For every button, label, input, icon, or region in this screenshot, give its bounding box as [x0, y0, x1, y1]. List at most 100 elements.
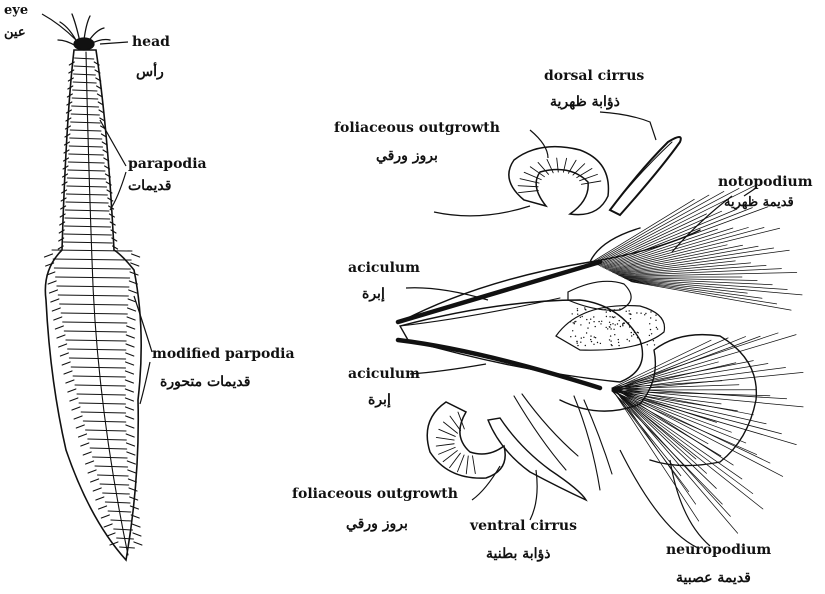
label-dorsal-cirrus: dorsal cirrus: [544, 68, 644, 84]
stipple-dot: [612, 316, 613, 317]
worm-segment: [56, 277, 130, 278]
stipple-dot: [573, 322, 574, 323]
worm-segment: [77, 394, 125, 395]
stipple-dot: [655, 315, 656, 316]
stipple-dot: [606, 327, 607, 328]
worm-segment: [54, 268, 130, 269]
foliaceous-stripe: [519, 191, 539, 193]
label-ventral-cirrus-ar: ذؤابة بطنية: [486, 546, 551, 562]
stipple-dot: [620, 326, 621, 327]
stipple-dot: [607, 328, 608, 329]
stipple-dot: [626, 311, 627, 312]
worm-segment: [81, 412, 125, 413]
parapodium: [107, 533, 115, 536]
parapodium: [130, 506, 138, 509]
parapodium: [76, 425, 84, 428]
stipple-dot: [593, 316, 594, 317]
parapodium: [44, 254, 52, 257]
chaeta: [614, 389, 783, 476]
stipple-dot: [618, 342, 619, 343]
stipple-dot: [574, 323, 575, 324]
stipple-dot: [585, 345, 586, 346]
chaeta: [614, 337, 746, 390]
stipple-dot: [650, 329, 651, 330]
worm-segment: [66, 194, 107, 195]
stipple-dot: [630, 318, 631, 319]
stipple-dot: [580, 317, 581, 318]
worm-segment: [90, 448, 127, 449]
stipple-dot: [649, 323, 650, 324]
worm-segments: [52, 58, 134, 548]
worm-head: [58, 14, 110, 50]
foliaceous-stripe: [473, 456, 476, 474]
label-parapodia: parapodia: [128, 156, 207, 172]
parapodium: [126, 434, 134, 437]
worm-segment: [73, 90, 97, 91]
parapodium: [51, 299, 59, 302]
stipple-dot: [584, 307, 585, 308]
stipple-dot: [634, 332, 635, 333]
stipple-dot: [609, 316, 610, 317]
stipple-dot: [589, 322, 590, 323]
parapodium: [57, 335, 65, 338]
parapodium: [54, 317, 62, 320]
foliaceous-stripe: [436, 444, 454, 446]
worm-segment: [67, 186, 107, 187]
worm-segment: [83, 421, 125, 422]
stipple-dot: [574, 321, 575, 322]
worm-segment: [111, 520, 132, 521]
stipple-dot: [649, 335, 650, 336]
stipple-dot: [622, 325, 623, 326]
foliaceous-stripe: [518, 186, 538, 187]
parapodium: [59, 344, 67, 347]
parapodium: [126, 353, 134, 356]
parapodium: [70, 398, 78, 401]
foliaceous-stripe: [436, 437, 454, 440]
stipple-dot: [654, 344, 655, 345]
stipple-dot: [586, 332, 587, 333]
label-aciculum-top-ar: إبرة: [362, 286, 385, 303]
label-dorsal-cirrus-ar: ذؤابة ظهرية: [550, 94, 620, 110]
parapodium: [126, 407, 134, 410]
chaeta: [628, 280, 747, 293]
label-aciculum-bottom-ar: إبرة: [368, 392, 391, 409]
stipple-dot: [599, 308, 600, 309]
foliaceous-stripe: [439, 447, 456, 454]
worm-segment: [70, 130, 101, 131]
label-aciculum-top: aciculum: [348, 260, 420, 276]
stipple-dot: [610, 340, 611, 341]
stipple-dot: [582, 316, 583, 317]
stipple-dot: [655, 320, 656, 321]
stipple-dot: [580, 324, 581, 325]
stipple-dot: [580, 342, 581, 343]
parapodium: [127, 326, 135, 329]
worm-segment: [79, 403, 125, 404]
stipple-dot: [581, 337, 582, 338]
stipple-dot: [604, 309, 605, 310]
stipple-dot: [619, 308, 620, 309]
stipple-dot: [609, 326, 610, 327]
stipple-dot: [629, 310, 630, 311]
stipple-dot: [594, 336, 595, 337]
worm-segment: [61, 313, 127, 314]
label-aciculum-bottom: aciculum: [348, 366, 420, 382]
parapodium: [126, 416, 134, 419]
stipple-dot: [593, 344, 594, 345]
stipple-dot: [577, 308, 578, 309]
parapodium: [83, 452, 91, 455]
stipple-dot: [597, 342, 598, 343]
worm-segment: [68, 170, 105, 171]
worm-segment: [65, 218, 110, 219]
stipple-dot: [610, 324, 611, 325]
parapodium: [68, 389, 76, 392]
worm-segment: [69, 146, 102, 147]
parapodium: [60, 353, 68, 356]
label-parapodia-ar: قديمات: [128, 178, 171, 194]
worm-segment: [66, 340, 126, 341]
worm-segment: [71, 367, 125, 368]
stipple-dot: [637, 332, 638, 333]
stipple-dot: [633, 334, 634, 335]
worm-segment: [103, 493, 130, 494]
stipple-dot: [650, 311, 651, 312]
